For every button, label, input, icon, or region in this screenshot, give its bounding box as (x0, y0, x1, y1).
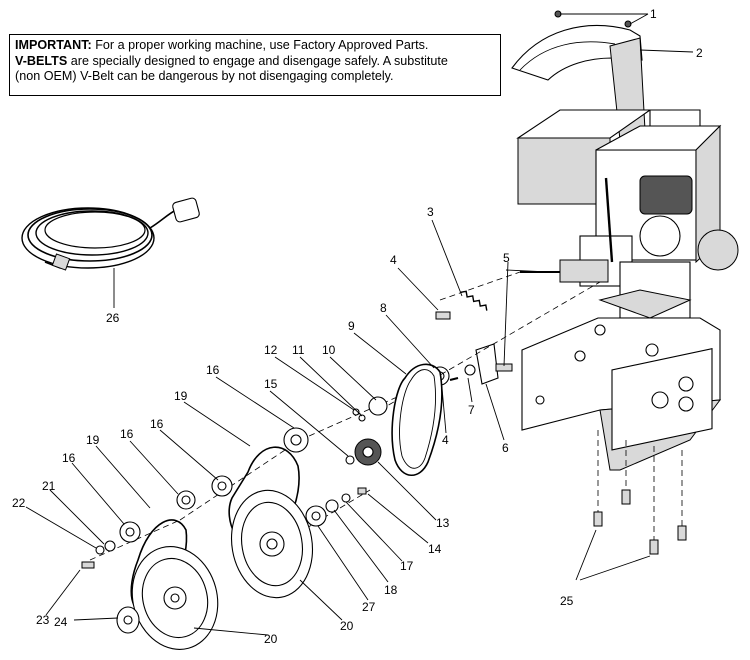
callout-12: 12 (264, 343, 278, 357)
callout-13: 13 (436, 516, 450, 530)
callout-24: 24 (54, 615, 68, 629)
callout-21: 21 (42, 479, 56, 493)
callout-14: 14 (428, 542, 442, 556)
vbelts-label: V-BELTS (15, 53, 68, 68)
callout-17: 17 (400, 559, 414, 573)
callout-26: 26 (106, 311, 120, 325)
callout-16a: 16 (206, 363, 220, 377)
power-cord-part (21, 197, 200, 271)
callout-20a: 20 (340, 619, 354, 633)
callout-5: 5 (503, 251, 510, 265)
vbelts-line-1: V-BELTS are specially designed to engage… (15, 54, 495, 70)
callout-4: 4 (390, 253, 397, 267)
important-label: IMPORTANT: (15, 38, 92, 52)
callout-16b: 16 (120, 427, 134, 441)
callout-6: 6 (502, 441, 509, 455)
callout-2: 2 (696, 46, 703, 60)
vbelts-line-2: (non OEM) V-Belt can be dangerous by not… (15, 69, 394, 83)
callout-20b: 20 (264, 632, 278, 646)
idler-hardware-part (430, 290, 513, 386)
callout-19a: 19 (174, 389, 188, 403)
callout-labels: 1 2 3 4 5 8 9 26 12 11 10 16 15 19 16 16… (12, 7, 703, 646)
callout-16d: 16 (62, 451, 76, 465)
important-line: IMPORTANT: For a proper working machine,… (15, 38, 495, 54)
important-text: For a proper working machine, use Factor… (91, 38, 429, 52)
leader-lines (25, 13, 694, 636)
bushing-part (368, 396, 388, 416)
frame-plate-part (521, 317, 722, 471)
large-pulley-upper-part (230, 489, 314, 599)
callout-10: 10 (322, 343, 336, 357)
callout-16c: 16 (150, 417, 164, 431)
callout-9: 9 (348, 319, 355, 333)
callout-8: 8 (380, 301, 387, 315)
engine-assembly (516, 109, 739, 319)
large-pulley-lower-part (131, 546, 219, 650)
callout-25: 25 (560, 594, 574, 608)
v-belt-upper-part (391, 363, 443, 477)
vbelts-text-1: are specially designed to engage and dis… (67, 53, 448, 68)
callout-23: 23 (36, 613, 50, 627)
callout-27: 27 (362, 600, 376, 614)
small-pulley-24-part (116, 606, 140, 634)
callout-15: 15 (264, 377, 278, 391)
important-notice-box: IMPORTANT: For a proper working machine,… (9, 34, 501, 96)
callout-18: 18 (384, 583, 398, 597)
callout-7: 7 (468, 403, 475, 417)
callout-3: 3 (427, 205, 434, 219)
callout-22: 22 (12, 496, 26, 510)
callout-11: 11 (292, 343, 305, 357)
callout-1: 1 (650, 7, 657, 21)
callout-19b: 19 (86, 433, 100, 447)
callout-4b: 4 (442, 433, 449, 447)
washers-part (81, 427, 367, 569)
mounting-bolts-part (593, 430, 687, 555)
